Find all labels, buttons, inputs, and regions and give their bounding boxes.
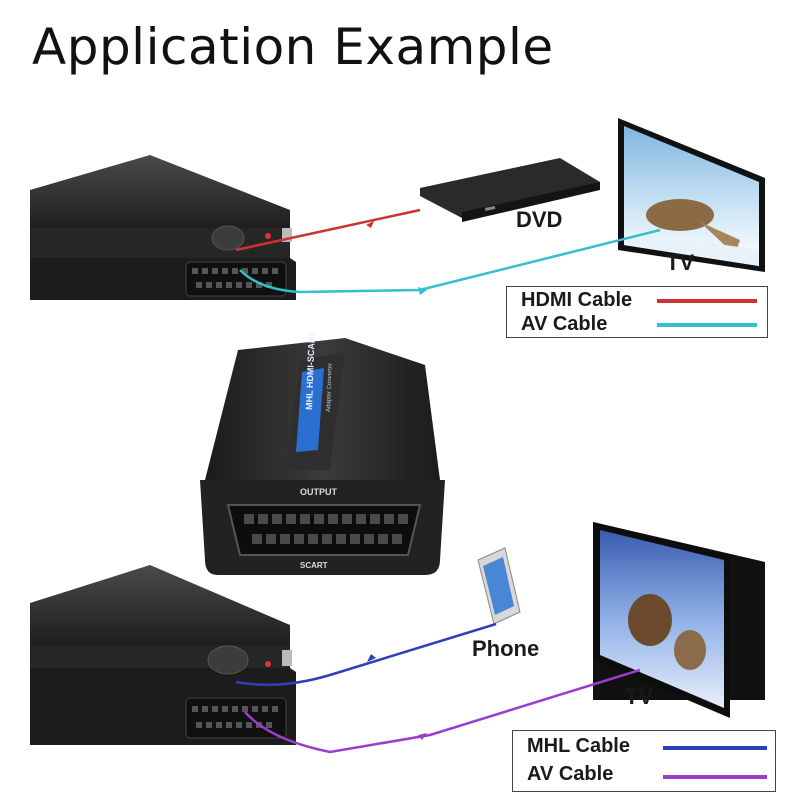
phone-label: Phone (472, 636, 540, 661)
legend-bottom: MHL Cable AV Cable (512, 730, 776, 792)
legend-swatch-hdmi (657, 299, 757, 303)
output-label: OUTPUT (300, 487, 338, 497)
legend-item-hdmi: HDMI Cable (521, 289, 632, 312)
hdmi-cable-arrow-icon (366, 221, 374, 228)
scart-port-label: SCART (300, 561, 328, 570)
legend-label-av-bottom: AV Cable (527, 763, 614, 785)
tv-bottom-icon (593, 522, 765, 718)
legend-item-mhl: MHL Cable (527, 735, 630, 758)
adapter-model-text: MHL HDMI-SCART (304, 330, 317, 410)
legend-item-av: AV Cable (521, 313, 607, 336)
scart-adapter-top-icon (30, 155, 296, 300)
adapter-sub-text: Adapter Converter (326, 363, 334, 412)
phone-icon (477, 547, 521, 625)
legend-top: HDMI Cable AV Cable (506, 286, 768, 338)
legend-swatch-av-bottom (663, 775, 767, 779)
dvd-label: DVD (516, 207, 563, 232)
tv-bottom-label: TV (625, 684, 654, 709)
av-cable-arrow-icon (418, 287, 427, 295)
legend-label-av: AV Cable (521, 313, 608, 335)
legend-swatch-av (657, 323, 757, 327)
scart-adapter-bottom-icon (30, 565, 296, 745)
mhl-cable-bottom (235, 622, 497, 686)
av-cable-top (239, 228, 661, 294)
hdmi-cable-top (235, 208, 421, 252)
dvd-player-icon (420, 158, 600, 222)
legend-label-hdmi: HDMI Cable (521, 289, 633, 311)
mhl-cable-arrow-icon (367, 654, 376, 662)
page-title: Application Example (32, 18, 554, 76)
tv-top-icon (618, 118, 765, 272)
legend-label-mhl: MHL Cable (527, 735, 630, 757)
av-cable-bottom (244, 668, 641, 754)
tv-top-label: TV (666, 250, 695, 275)
legend-item-av-bottom: AV Cable (527, 763, 613, 786)
hdmi-scart-adapter-icon: MHL HDMI-SCART Adapter Converter OUTPUT … (200, 330, 445, 575)
top-scenario (30, 118, 765, 300)
bottom-scenario (30, 522, 765, 754)
av-cable-bottom-arrow-icon (418, 733, 427, 740)
legend-swatch-mhl (663, 746, 767, 750)
